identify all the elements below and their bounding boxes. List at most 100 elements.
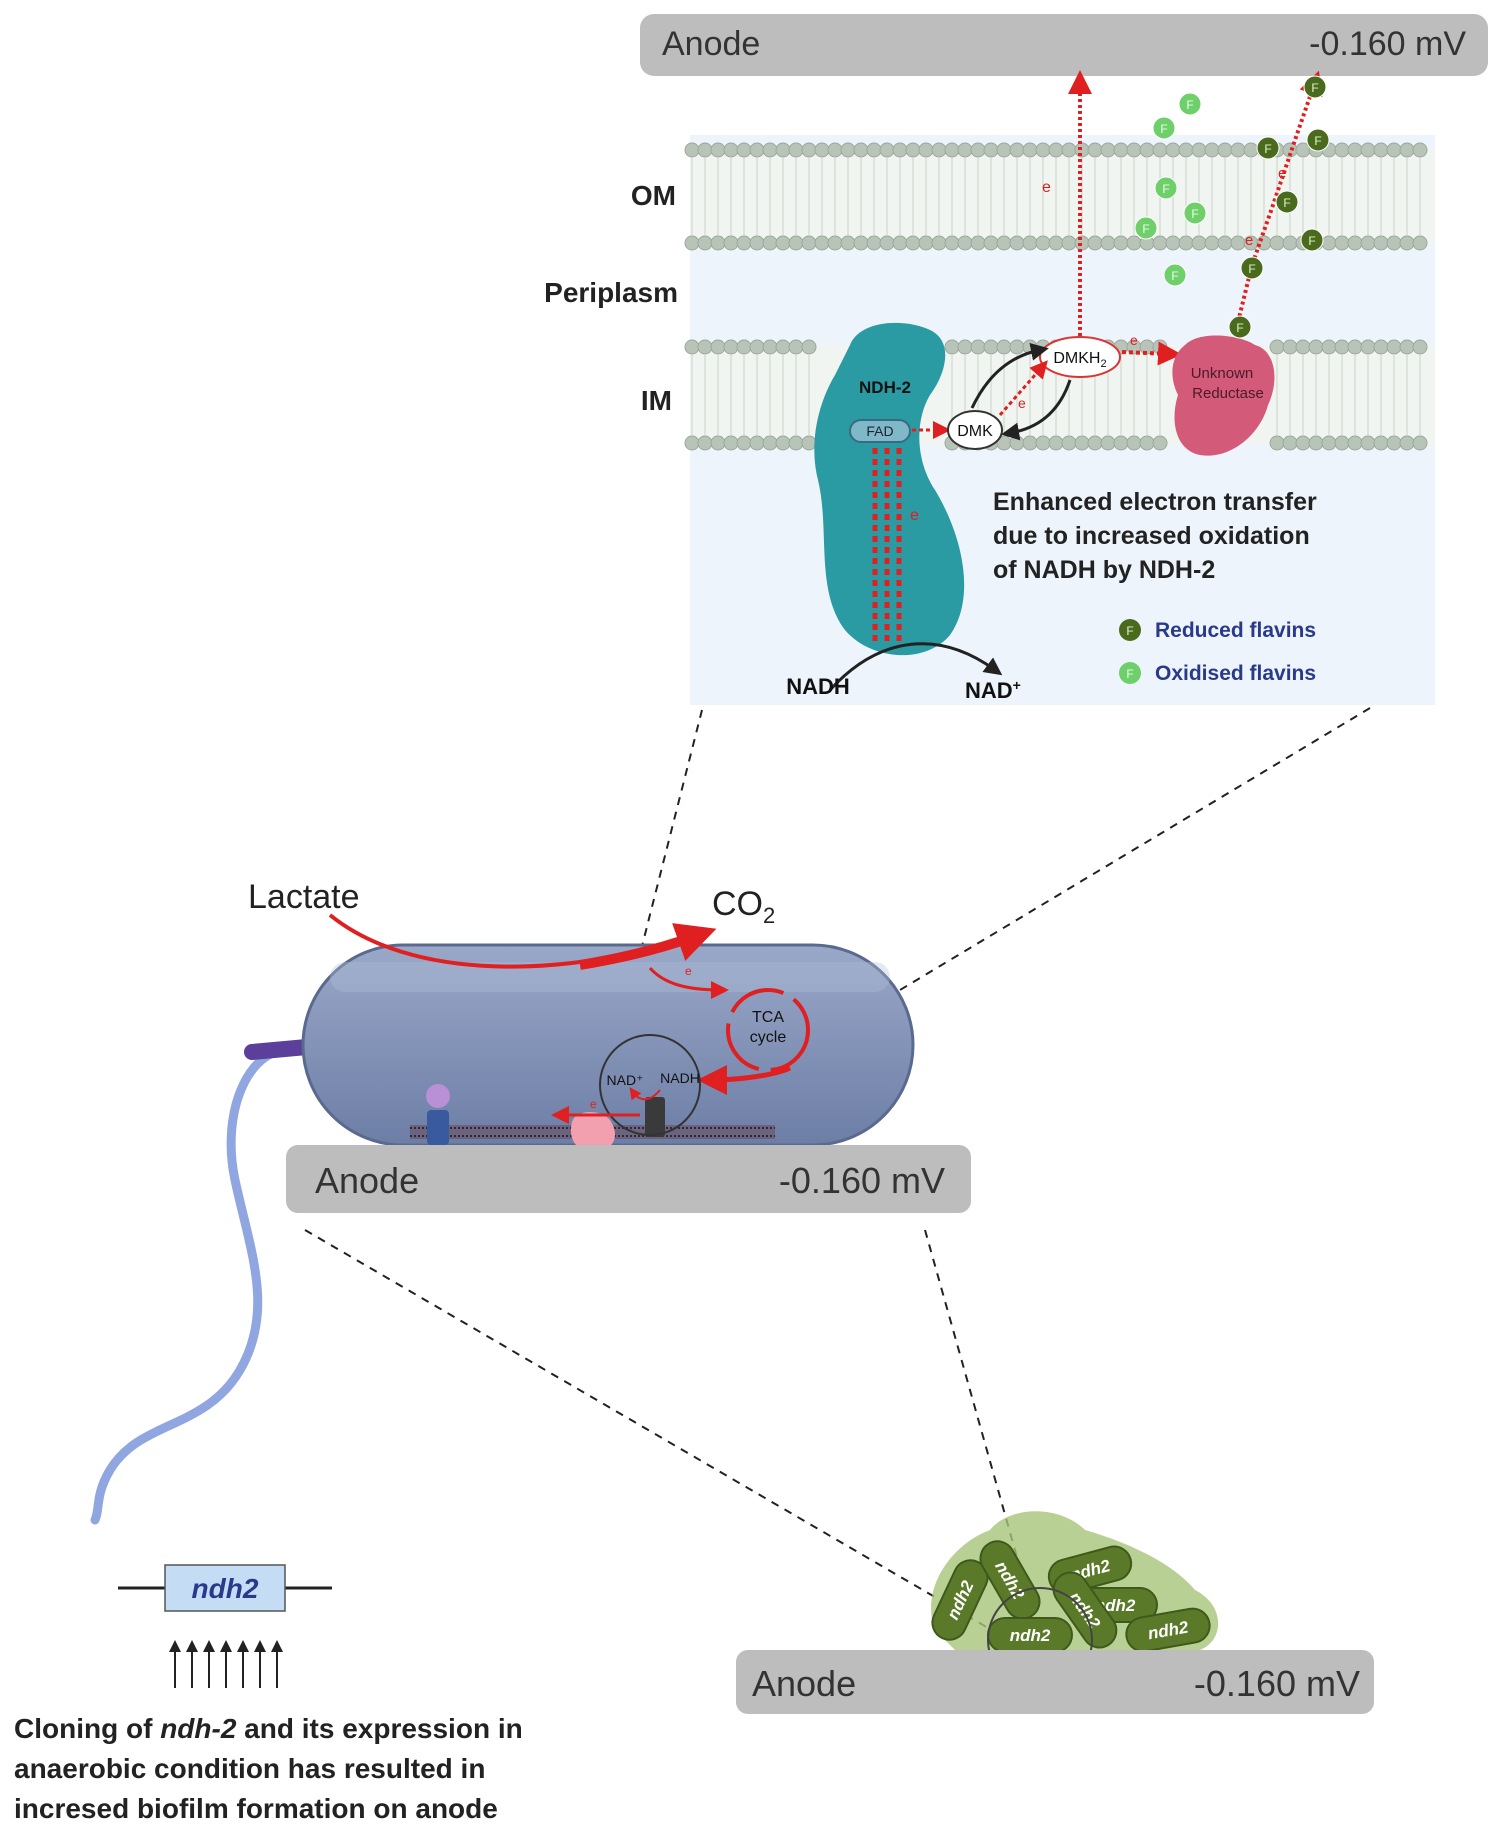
membrane-protein-purple (426, 1084, 450, 1108)
bacterium-cell: Lactate CO2 e TCA cycle NAD⁺ NADH e e (90, 878, 915, 1525)
ndh2-gene-label: ndh2 (192, 1573, 259, 1604)
biofilm-cell: ndh2 (987, 1617, 1073, 1653)
anode-potential-middle: -0.160 mV (779, 1160, 945, 1201)
lactate-label: Lactate (248, 878, 360, 916)
nadh-label: NADH (786, 674, 850, 699)
tca-label-1: TCA (752, 1009, 784, 1026)
reductase-in-cell (570, 1111, 615, 1152)
expression-arrows (169, 1640, 283, 1688)
biofilm-cell: ndh2 (1125, 1607, 1211, 1653)
anode-label-bottom: Anode (752, 1663, 856, 1704)
reductase-label-2: Reductase (1192, 385, 1264, 402)
legend-reduced-swatch (1119, 619, 1141, 641)
tca-ring (726, 988, 810, 1072)
dmk-label: DMK (957, 423, 993, 440)
anode-potential-bottom: -0.160 mV (1194, 1663, 1360, 1704)
electron-flavin-1: e (1245, 232, 1253, 249)
oxidised-flavin: F (1154, 176, 1178, 200)
svg-text:F: F (1314, 134, 1321, 148)
flavin-shuttle-arrow (1236, 70, 1323, 323)
nad-label: NAD+ (965, 677, 1021, 703)
electron-in-ndh2: e (910, 507, 919, 524)
nadh-oxidation: NADH NAD+ (786, 642, 1021, 703)
anode-bar-bottom: Anode -0.160 mV (736, 1650, 1374, 1714)
electron-flavin-2: e (1278, 165, 1286, 182)
legend-reduced-letter: F (1126, 624, 1133, 638)
svg-text:F: F (1186, 98, 1193, 112)
oxidised-flavin: F (1134, 216, 1158, 240)
reduced-flavin: F (1240, 256, 1264, 280)
menaquinone-cycle: DMK DMKH2 e (947, 336, 1121, 450)
svg-text:F: F (1236, 321, 1243, 335)
periplasm-label: Periplasm (544, 277, 678, 308)
fad-cofactor (849, 419, 911, 443)
legend-oxidised-swatch (1119, 662, 1141, 684)
annotation-line-1: Enhanced electron transfer (993, 488, 1317, 516)
oxidised-flavin: F (1183, 201, 1207, 225)
dmkh2-to-reductase-arrow (1121, 341, 1182, 366)
legend-oxidised-letter: F (1126, 667, 1133, 681)
caption-line-1: Cloning of ndh-2 and its expression in (14, 1713, 523, 1744)
nad-small-label: NAD⁺ (607, 1072, 644, 1088)
reduced-flavin: F (1306, 128, 1330, 152)
fad-label: FAD (866, 423, 893, 439)
reduced-flavin: F (1275, 190, 1299, 214)
svg-text:F: F (1264, 142, 1271, 156)
zoom-circle-cell (599, 1034, 701, 1136)
reduced-flavin: F (1303, 75, 1327, 99)
svg-text:F: F (1283, 196, 1290, 210)
electron-lactate: e (685, 964, 692, 978)
co2-label: CO2 (712, 885, 775, 928)
membrane-protein-blue (427, 1110, 449, 1145)
anode-label: Anode (662, 25, 760, 63)
annotation-line-2: due to increased oxidation (993, 522, 1310, 550)
biofilm-cell: ndh2 (979, 1540, 1041, 1620)
svg-text:F: F (1162, 182, 1169, 196)
tca-cycle: TCA cycle (697, 988, 810, 1095)
ndh2-gene-box (164, 1564, 286, 1612)
anode-bar-middle: Anode -0.160 mV (286, 1145, 971, 1213)
caption: Cloning of ndh-2 and its expression in a… (14, 1713, 523, 1824)
ndh2-in-cell (645, 1097, 665, 1137)
reduced-flavin: F (1300, 228, 1324, 252)
svg-text:F: F (1160, 122, 1167, 136)
flagellum (90, 1044, 305, 1525)
caption-line-3: incresed biofilm formation on anode (14, 1793, 498, 1824)
reductase-label-1: Unknown (1191, 365, 1254, 382)
ndh2-protein: NDH-2 FAD e (814, 322, 965, 656)
ndh2-label: NDH-2 (859, 378, 911, 397)
biofilm-cell-label: ndh2 (1010, 1626, 1051, 1645)
oxidised-flavin: F (1178, 92, 1202, 116)
nadh-small-label: NADH (660, 1070, 700, 1086)
ndh2-gene-construct: ndh2 (118, 1564, 332, 1688)
anode-bar-top: Anode -0.160 mV (640, 14, 1488, 76)
oxidised-flavin: F (1163, 263, 1187, 287)
annotation-text: Enhanced electron transfer due to increa… (993, 488, 1317, 584)
membrane-zoom-panel: Anode -0.160 mV OM Periplasm IM NDH-2 FA… (544, 14, 1488, 705)
outer-membrane (684, 142, 1435, 251)
svg-text:F: F (1311, 81, 1318, 95)
unknown-reductase: Unknown Reductase (1172, 335, 1275, 456)
caption-line-2: anaerobic condition has resulted in (14, 1753, 485, 1784)
biofilm-cell: ndh2 (1052, 1571, 1118, 1649)
anode-potential: -0.160 mV (1309, 25, 1466, 63)
tca-label-2: cycle (750, 1029, 787, 1046)
reduced-flavin: F (1256, 136, 1280, 160)
annotation-line-3: of NADH by NDH-2 (993, 556, 1215, 584)
svg-text:F: F (1248, 262, 1255, 276)
anode-label-middle: Anode (315, 1160, 419, 1201)
reduced-flavin: F (1228, 315, 1252, 339)
svg-text:F: F (1308, 234, 1315, 248)
im-label: IM (641, 385, 672, 416)
svg-text:F: F (1142, 222, 1149, 236)
biofilm-cell: ndh2 (931, 1559, 989, 1641)
dmkh2-label: DMKH2 (1053, 350, 1106, 370)
legend-reduced-label: Reduced flavins (1155, 619, 1316, 642)
legend-oxidised-label: Oxidised flavins (1155, 662, 1316, 685)
electron-direct: e (1042, 179, 1051, 196)
electron-cell-1: e (590, 1097, 597, 1111)
oxidised-flavin: F (1152, 116, 1176, 140)
